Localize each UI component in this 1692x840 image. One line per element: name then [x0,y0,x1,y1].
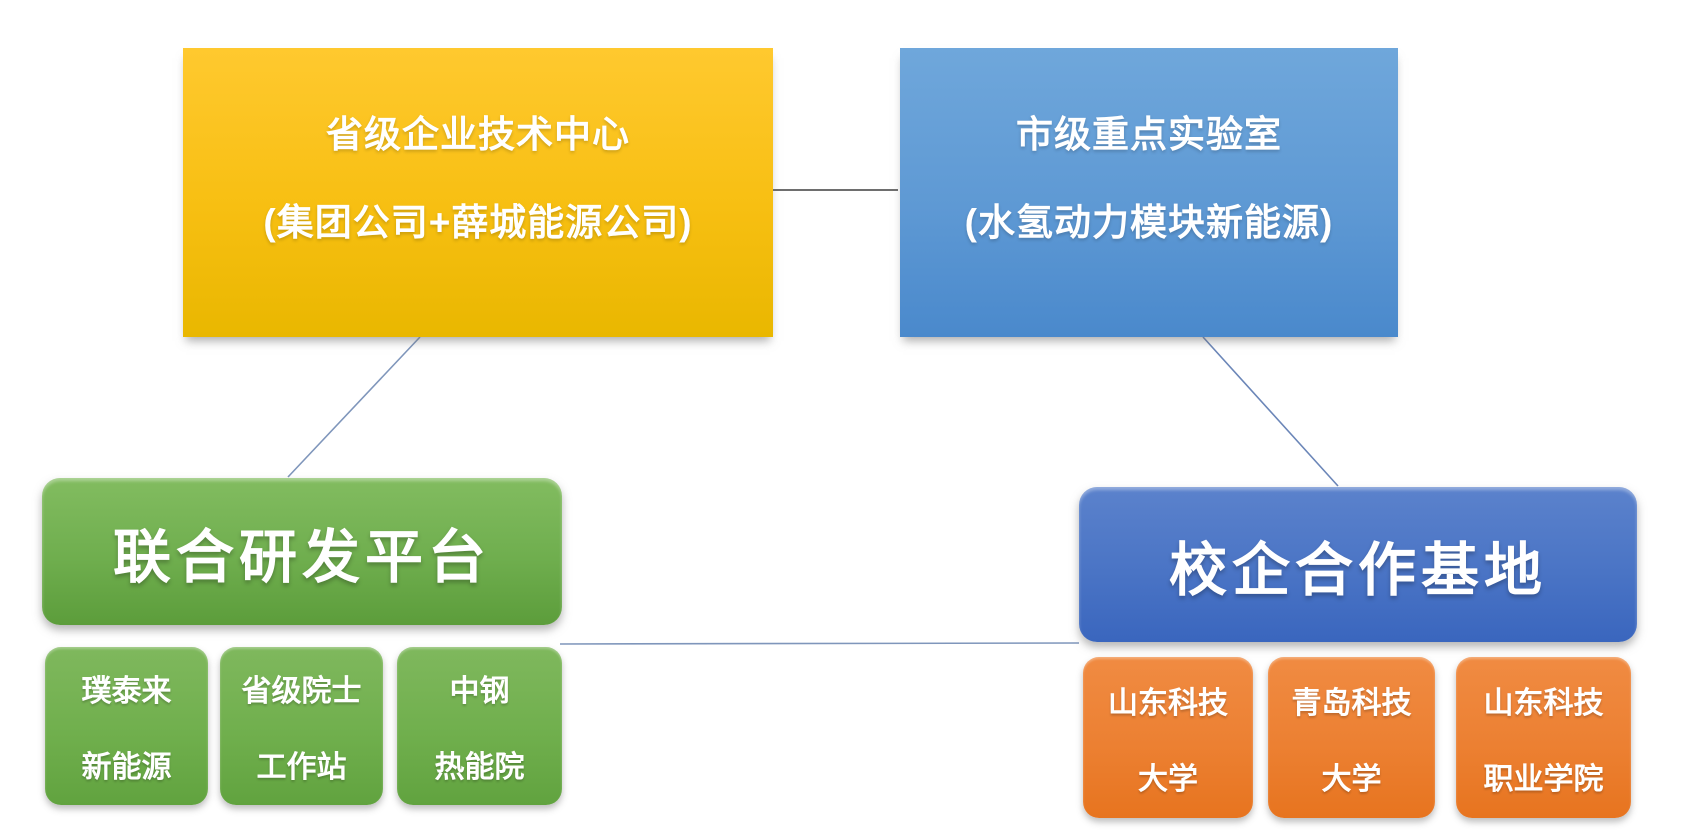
member-line1: 山东科技 [1483,686,1604,720]
member-line1: 中钢 [449,675,510,708]
member-line1: 省级院士 [241,675,362,708]
member-line1: 山东科技 [1108,686,1228,720]
member-line1: 璞泰来 [81,675,172,708]
member-box-putailai: 璞泰来 新能源 [45,647,208,805]
member-line2: 热能院 [434,751,525,784]
joint-rd-platform-label: 联合研发平台 [112,524,491,590]
provincial-tech-center-title: 省级企业技术中心 [326,113,630,155]
provincial-tech-center-box: 省级企业技术中心 (集团公司+薛城能源公司) [183,48,773,337]
connector-right-diagonal [1202,336,1339,487]
school-enterprise-base-box: 校企合作基地 [1079,487,1637,642]
municipal-key-lab-box: 市级重点实验室 (水氢动力模块新能源) [900,48,1398,337]
member-line2: 职业学院 [1483,762,1604,796]
member-line1: 青岛科技 [1291,686,1412,720]
member-line2: 新能源 [81,751,172,784]
connector-bottom-horizontal [559,642,1080,645]
provincial-tech-center-subtitle: (集团公司+薛城能源公司) [263,201,693,243]
member-box-sd-vocational: 山东科技 职业学院 [1456,657,1631,818]
school-enterprise-base-label: 校企合作基地 [1168,537,1547,603]
member-line2: 工作站 [256,751,347,784]
member-line2: 大学 [1321,762,1382,796]
member-box-sdust: 山东科技 大学 [1083,657,1253,818]
municipal-key-lab-title: 市级重点实验室 [1016,113,1282,155]
member-box-sinosteel: 中钢 热能院 [397,647,562,805]
municipal-key-lab-subtitle: (水氢动力模块新能源) [964,201,1334,243]
connector-left-diagonal [287,336,421,478]
member-box-academician-station: 省级院士 工作站 [220,647,383,805]
joint-rd-platform-box: 联合研发平台 [42,478,562,625]
member-box-qust: 青岛科技 大学 [1268,657,1435,818]
member-line2: 大学 [1138,762,1198,796]
